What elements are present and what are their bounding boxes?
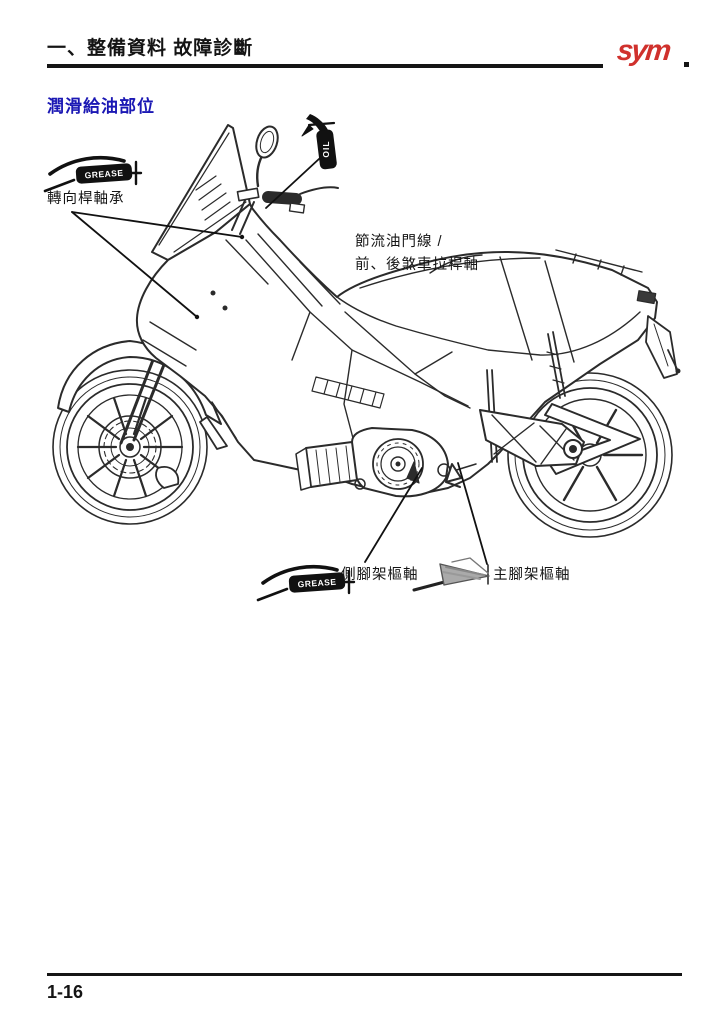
lubrication-points-figure: GREASE OIL [0,112,727,612]
mirror-stalk [256,154,264,188]
callout-throttle-line2: 前、後煞車拉桿軸 [355,257,479,273]
grease-gun-icon: GREASE [43,155,143,193]
brand-logo-dot [684,62,689,67]
leader-side-stand [364,467,423,563]
page-number: 1-16 [47,982,84,1002]
leader-lines [71,121,489,585]
leader-main-stand [457,462,488,565]
grease-icon-label: GREASE [84,168,124,181]
footer-rule [47,973,682,976]
callout-throttle-brake: 節流油門線 / 前、後煞車拉桿軸 [355,231,479,277]
body-panel-lines [142,233,643,443]
brake-caliper [155,466,180,489]
leader-steering-upper [71,211,243,238]
motorcycle-line-drawing: GREASE OIL [43,114,681,602]
oil-icon-label: OIL [321,140,331,157]
chapter-title: 一、整備資料 故障診斷 [47,38,254,59]
callout-main-stand-pivot: 主腳架樞軸 [493,567,571,583]
grease-gun-sketch-icon [412,557,490,592]
brake-lever [299,186,339,195]
oil-can-icon: OIL [306,114,337,170]
swingarm [479,403,641,475]
callout-side-stand-pivot: 側腳架樞軸 [341,567,419,583]
tail-assembly [636,290,681,379]
sym-logo: sym [615,35,671,67]
leader-steering-lower [71,211,198,318]
callout-throttle-line1: 節流油門線 / [355,234,443,250]
footboard [311,376,385,409]
mirror [255,125,279,159]
engine [295,427,477,498]
main-stand [445,463,462,488]
header-rule [47,64,603,68]
callout-steering-bearing: 轉向桿軸承 [47,191,125,207]
grease-gun-icon-bottom [256,564,356,602]
section-title: 潤滑給油部位 [47,97,155,116]
